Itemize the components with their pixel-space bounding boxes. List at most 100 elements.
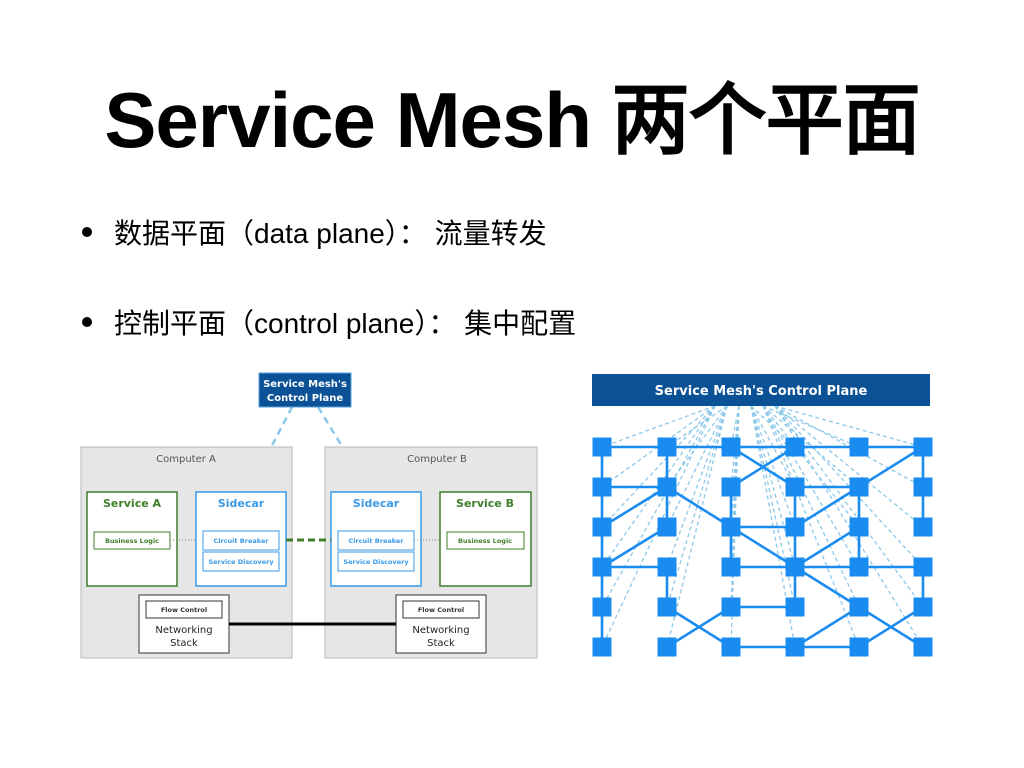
sidecar-b-title: Sidecar	[353, 497, 400, 510]
mesh-edge	[730, 525, 796, 569]
control-dashed-link	[666, 405, 728, 568]
service-discovery-b: Service Discovery	[343, 558, 409, 566]
control-plane-line1: Service Mesh's	[263, 379, 347, 390]
mesh-node	[721, 517, 741, 537]
control-dashed-link	[774, 405, 924, 648]
sidecar-a-box: Sidecar Circuit Breaker Service Discover…	[195, 491, 287, 587]
sidecar-b-box: Sidecar Circuit Breaker Service Discover…	[330, 491, 422, 587]
control-dashed-link	[750, 405, 796, 528]
mesh-node	[721, 637, 741, 657]
mesh-node	[785, 597, 805, 617]
mesh-edge	[794, 485, 860, 529]
service-b-title: Service B	[456, 497, 514, 510]
mesh-node	[913, 437, 933, 457]
control-dashed-link	[666, 405, 728, 648]
slide-title: Service Mesh 两个平面	[104, 76, 920, 164]
circuit-breaker-a: Circuit Breaker	[214, 537, 270, 545]
mesh-node	[657, 477, 677, 497]
control-dashed-link	[774, 405, 924, 528]
mesh-node	[849, 517, 869, 537]
computer-a-label: Computer A	[156, 454, 216, 465]
computer-a: Computer A Service A Business Logic Side…	[80, 446, 293, 659]
control-link-a	[246, 406, 294, 493]
networking-a-line1: Networking	[155, 625, 212, 636]
mesh-edge	[666, 605, 732, 649]
mesh-control-plane-header: Service Mesh's Control Plane	[592, 374, 930, 406]
bullet-dot-icon	[82, 317, 92, 327]
mesh-nodes	[592, 437, 933, 657]
mesh-edge	[794, 565, 860, 609]
control-plane-line2: Control Plane	[267, 393, 343, 404]
mesh-node	[721, 477, 741, 497]
mesh-node	[913, 557, 933, 577]
service-discovery-a: Service Discovery	[208, 558, 274, 566]
control-dashed-link	[750, 405, 796, 608]
mesh-node	[592, 437, 612, 457]
mesh-edge	[794, 525, 860, 569]
mesh-node	[721, 597, 741, 617]
networking-stack-a: Flow Control Networking Stack	[138, 594, 230, 654]
bullet-dot-icon	[82, 227, 92, 237]
bullet-control-plane: 控制平面（control plane）： 集中配置	[82, 302, 576, 342]
mesh-node	[657, 437, 677, 457]
control-dashed-link	[774, 405, 924, 568]
mesh-edge	[601, 525, 668, 569]
networking-stack-b: Flow Control Networking Stack	[395, 594, 487, 654]
mesh-node	[657, 557, 677, 577]
mesh-node	[785, 437, 805, 457]
networking-b-line1: Networking	[412, 625, 469, 636]
service-a-box: Service A Business Logic	[86, 491, 178, 587]
control-dashed-link	[762, 405, 860, 528]
mesh-node	[913, 597, 933, 617]
mesh-edges	[600, 445, 925, 649]
control-dashed-link	[774, 405, 924, 448]
mesh-node	[592, 557, 612, 577]
business-logic-b: Business Logic	[458, 537, 512, 545]
bullet-data-plane: 数据平面（data plane）： 流量转发	[82, 212, 547, 252]
mesh-edge	[858, 445, 924, 489]
bullet-text: 控制平面（control plane）： 集中配置	[114, 308, 577, 339]
control-dashed-link	[730, 405, 740, 528]
control-dashed-link	[601, 405, 716, 448]
mesh-node	[592, 637, 612, 657]
mesh-node	[849, 597, 869, 617]
mesh-node	[785, 477, 805, 497]
mesh-node	[849, 437, 869, 457]
bullet-text: 数据平面（data plane）： 流量转发	[114, 218, 547, 249]
circuit-breaker-b: Circuit Breaker	[349, 537, 405, 545]
mesh-node	[913, 637, 933, 657]
control-plane-box: Service Mesh's Control Plane	[258, 372, 352, 408]
mesh-header-label: Service Mesh's Control Plane	[655, 384, 868, 399]
mesh-node	[657, 637, 677, 657]
service-a-title: Service A	[103, 497, 162, 510]
control-dashed-link	[730, 405, 740, 608]
service-b-box: Service B Business Logic	[439, 491, 532, 587]
flow-control-a: Flow Control	[161, 606, 207, 614]
networking-b-line2: Stack	[427, 638, 455, 649]
control-dashed-link	[750, 405, 796, 488]
control-dashed-link	[666, 405, 728, 448]
mesh-node	[785, 557, 805, 577]
control-dashed-link	[601, 405, 716, 528]
mesh-node	[849, 637, 869, 657]
control-dashed-link	[762, 405, 860, 608]
mesh-edge	[794, 605, 860, 649]
mesh-node	[592, 477, 612, 497]
flow-control-b: Flow Control	[418, 606, 464, 614]
networking-a-line2: Stack	[170, 638, 198, 649]
control-dashed-link	[601, 405, 716, 608]
mesh-node	[849, 557, 869, 577]
mesh-node	[721, 557, 741, 577]
mesh-node	[913, 477, 933, 497]
mesh-edge	[730, 445, 796, 489]
mesh-node	[657, 517, 677, 537]
control-dashed-link	[601, 405, 716, 488]
sidecar-a-title: Sidecar	[218, 497, 265, 510]
mesh-edge	[601, 485, 668, 529]
mesh-node	[592, 517, 612, 537]
mesh-node	[849, 477, 869, 497]
mesh-node	[657, 597, 677, 617]
mesh-edge	[666, 485, 732, 529]
